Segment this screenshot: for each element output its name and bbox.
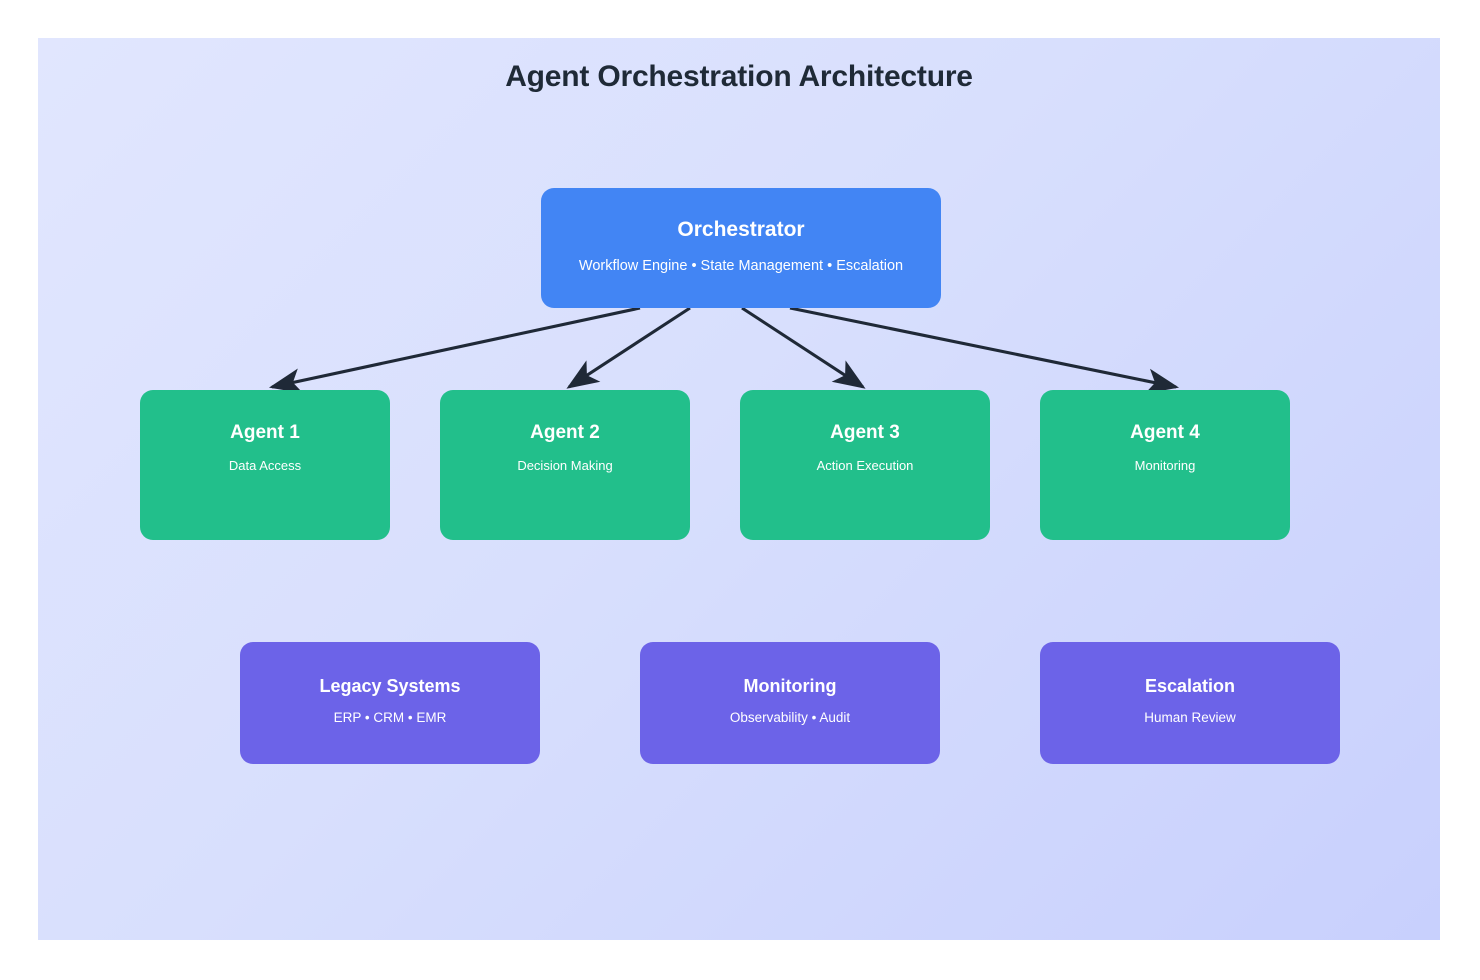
node-escalation-subtitle: Human Review (1144, 710, 1236, 725)
connector-orchestrator-to-agent-2 (566, 306, 691, 389)
node-monitoring-title: Monitoring (743, 676, 837, 696)
node-agent-1[interactable]: Agent 1 Data Access (140, 390, 390, 540)
node-orchestrator[interactable]: Orchestrator Workflow Engine • State Man… (541, 188, 941, 308)
node-escalation-title: Escalation (1144, 676, 1236, 696)
node-orchestrator-subtitle: Workflow Engine • State Management • Esc… (578, 258, 904, 274)
node-agent-4[interactable]: Agent 4 Monitoring (1040, 390, 1290, 540)
node-orchestrator-title: Orchestrator (677, 218, 805, 241)
diagram-canvas: Agent Orchestration Architecture Orchest… (38, 38, 1440, 940)
node-agent-3-subtitle: Action Execution (816, 458, 914, 473)
connector-orchestrator-to-agent-4 (789, 306, 1180, 394)
connector-orchestrator-to-agent-1 (268, 306, 641, 394)
node-legacy-systems-subtitle: ERP • CRM • EMR (333, 710, 447, 725)
node-agent-4-subtitle: Monitoring (1134, 458, 1196, 473)
connector-orchestrator-to-agent-3 (741, 306, 866, 389)
node-monitoring-subtitle: Observability • Audit (729, 710, 851, 725)
node-legacy-systems[interactable]: Legacy Systems ERP • CRM • EMR (240, 642, 540, 764)
node-agent-1-title: Agent 1 (230, 422, 300, 443)
node-agent-1-subtitle: Data Access (228, 458, 302, 473)
node-agent-2-subtitle: Decision Making (517, 458, 613, 473)
node-escalation[interactable]: Escalation Human Review (1040, 642, 1340, 764)
node-legacy-systems-title: Legacy Systems (319, 676, 461, 696)
node-agent-3[interactable]: Agent 3 Action Execution (740, 390, 990, 540)
node-agent-2[interactable]: Agent 2 Decision Making (440, 390, 690, 540)
node-agent-3-title: Agent 3 (830, 422, 900, 443)
node-monitoring[interactable]: Monitoring Observability • Audit (640, 642, 940, 764)
diagram-title: Agent Orchestration Architecture (505, 60, 973, 93)
node-agent-4-title: Agent 4 (1130, 422, 1200, 443)
node-agent-2-title: Agent 2 (530, 422, 600, 443)
